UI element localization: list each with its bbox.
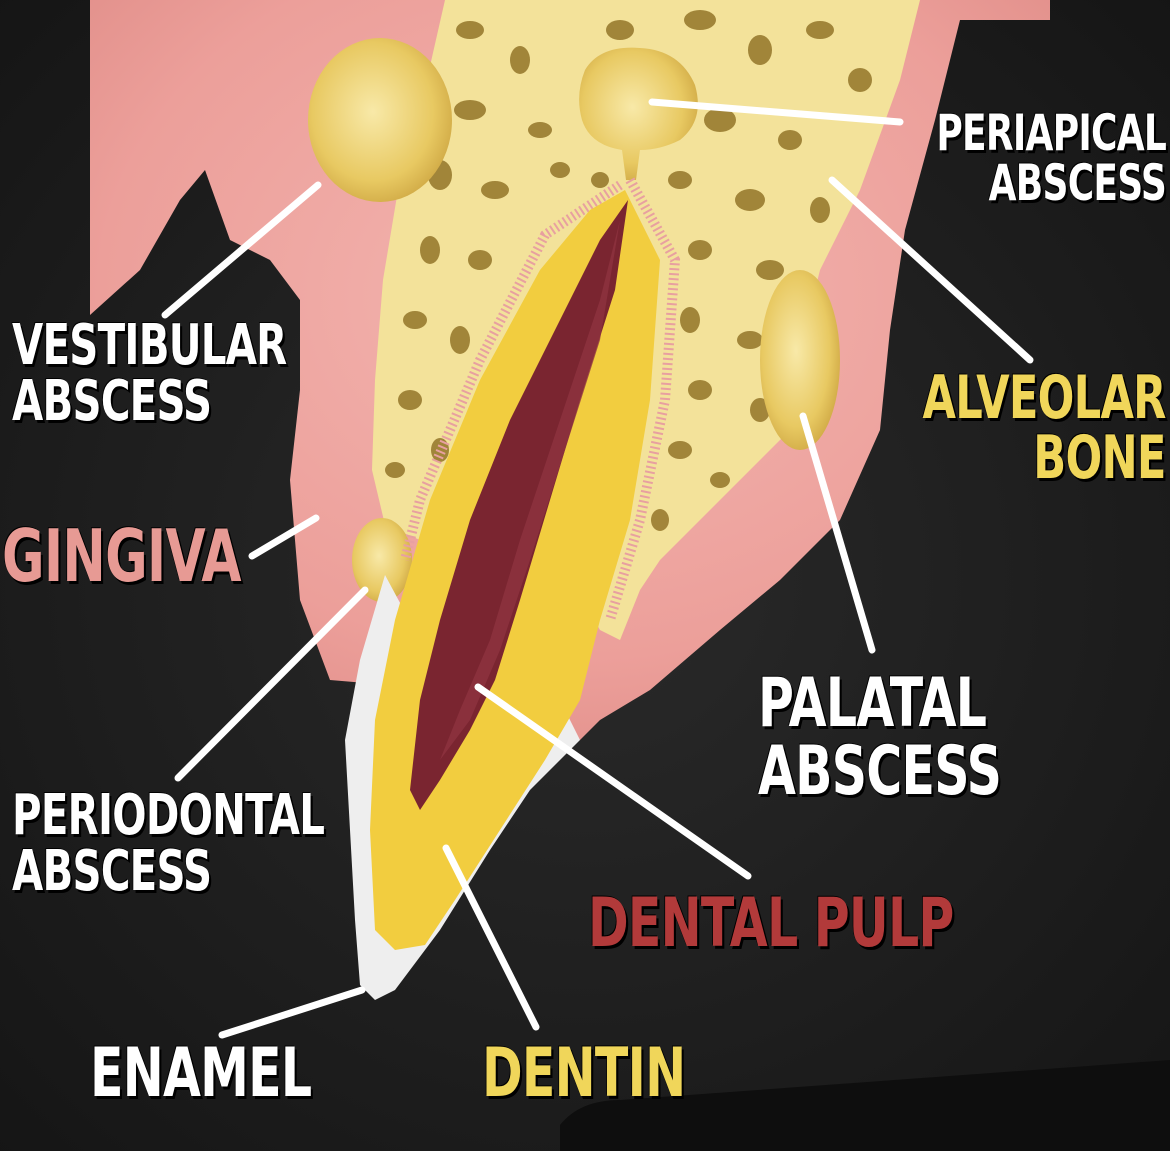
label-gingiva-text: GINGIVA xyxy=(2,514,241,598)
pointer-vestibular xyxy=(161,181,322,319)
label-alveolar-bone: ALVEOLAR BONE xyxy=(922,363,1167,493)
label-periapical-line1: PERIAPICAL xyxy=(936,104,1166,162)
shadow-corner xyxy=(560,1060,1170,1151)
label-periapical-abscess: PERIAPICAL ABSCESS xyxy=(936,108,1166,208)
label-alveolar-line2: BONE xyxy=(1033,423,1167,493)
pointer-alveolar xyxy=(828,176,1034,364)
bone-pores xyxy=(385,10,872,531)
label-periodontal-line1: PERIODONTAL xyxy=(12,783,325,848)
label-vestibular-line1: VESTIBULAR xyxy=(12,313,287,378)
periapical-abscess-shape xyxy=(579,47,698,180)
label-palatal-line1: PALATAL xyxy=(758,664,987,743)
label-vestibular-abscess: VESTIBULAR ABSCESS xyxy=(12,318,287,430)
periodontal-ligament-left xyxy=(400,180,623,562)
label-periodontal-abscess: PERIODONTAL ABSCESS xyxy=(12,783,325,904)
vestibular-abscess-shape xyxy=(308,38,452,202)
periodontal-ligament xyxy=(605,177,681,622)
label-dental-pulp: DENTAL PULP xyxy=(588,890,954,958)
pointer-periapical xyxy=(648,98,904,126)
label-dentin-text: DENTIN xyxy=(482,1034,686,1113)
dental-pulp-shape xyxy=(410,200,628,810)
label-enamel: ENAMEL xyxy=(90,1034,312,1113)
pointer-enamel xyxy=(218,986,366,1039)
pointer-gingiva xyxy=(248,514,320,560)
periodontal-abscess-shape xyxy=(352,518,412,602)
label-gingiva: GINGIVA xyxy=(2,520,241,592)
label-vestibular-line2: ABSCESS xyxy=(12,369,212,434)
pointer-dentin xyxy=(442,844,540,1031)
pointer-lines xyxy=(161,98,1034,1039)
label-periapical-line2: ABSCESS xyxy=(988,154,1167,212)
pointer-palatal xyxy=(799,412,876,654)
label-palatal-abscess: PALATAL ABSCESS xyxy=(758,664,1002,811)
label-dental-pulp-text: DENTAL PULP xyxy=(588,884,954,963)
pointer-dental-pulp xyxy=(474,683,752,880)
pointer-periodontal xyxy=(174,586,369,782)
label-palatal-line2: ABSCESS xyxy=(758,732,1002,811)
palatal-abscess-shape xyxy=(760,270,840,450)
label-enamel-text: ENAMEL xyxy=(90,1034,312,1113)
label-alveolar-line1: ALVEOLAR xyxy=(922,363,1167,433)
label-dentin: DENTIN xyxy=(482,1034,686,1113)
label-periodontal-line2: ABSCESS xyxy=(12,839,212,904)
